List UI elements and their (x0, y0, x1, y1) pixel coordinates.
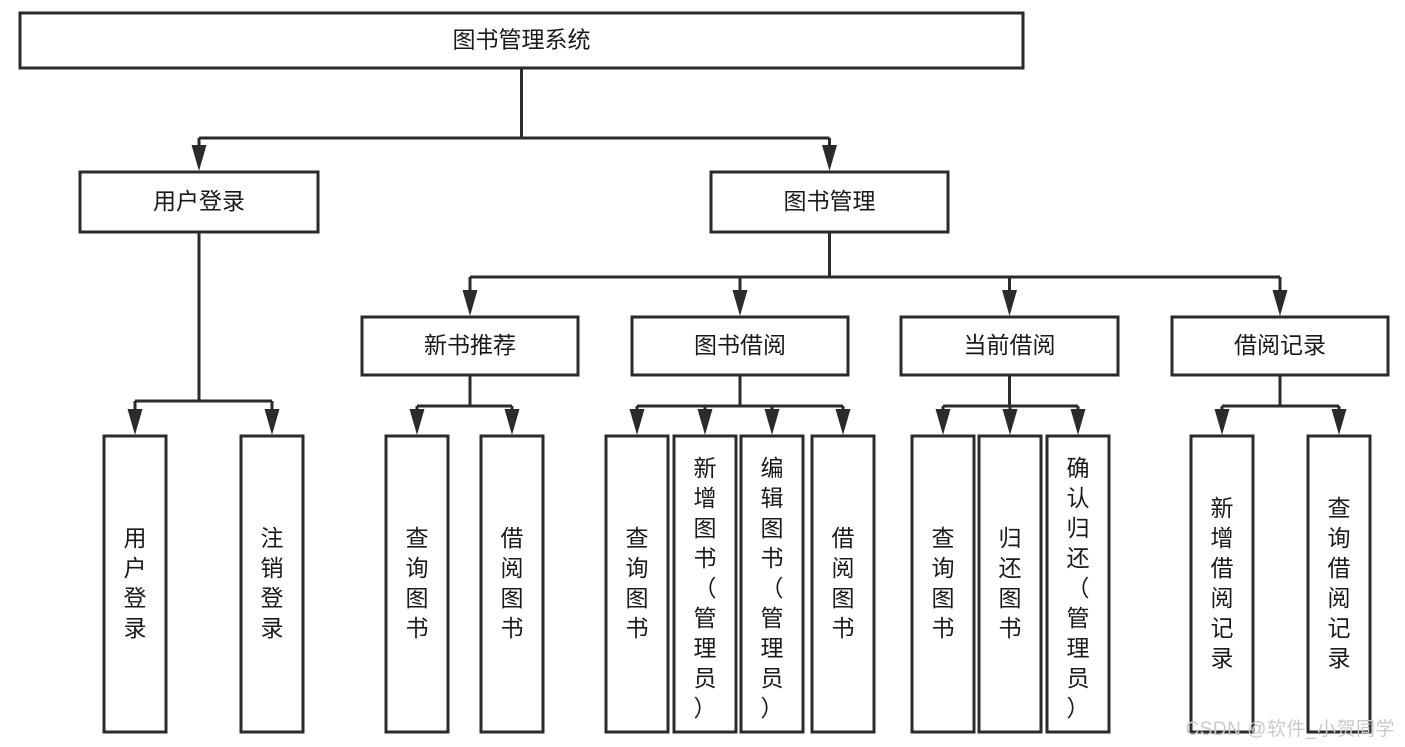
node-label-borrow-record: 借阅记录 (1234, 332, 1326, 358)
node-box-leaf-edit-book-admin[interactable] (739, 434, 805, 734)
node-leaf-user-login[interactable]: 用户登录 (102, 434, 168, 734)
node-label-leaf-borrow-book: 借阅图书 (832, 525, 855, 641)
node-label-leaf-add-book-admin: 新增图书（管理员） (694, 455, 717, 721)
csdn-watermark: CSDN @软件_小贺同学 (1185, 719, 1395, 740)
arrow-head-icon (1070, 409, 1086, 435)
arrow-head-icon (935, 409, 951, 435)
connector-group-book-borrow (629, 375, 851, 435)
arrow-head-icon (127, 409, 143, 435)
node-label-leaf-query-book-cur: 查询图书 (932, 525, 955, 641)
node-leaf-confirm-return-admin[interactable]: 确认归还（管理员） (1045, 434, 1111, 734)
node-label-leaf-borrow-book-rec: 借阅图书 (501, 525, 524, 641)
arrow-head-icon (1002, 409, 1018, 435)
arrow-head-icon (835, 409, 851, 435)
node-leaf-query-book-borrow[interactable]: 查询图书 (604, 434, 670, 734)
arrow-head-icon (732, 290, 748, 316)
arrow-head-icon (1272, 290, 1288, 316)
node-leaf-query-book-rec[interactable]: 查询图书 (384, 434, 450, 734)
arrow-head-icon (629, 409, 645, 435)
connector-group-borrow-record (1214, 375, 1347, 435)
node-box-new-book-recommend[interactable] (360, 315, 580, 377)
node-leaf-query-book-cur[interactable]: 查询图书 (910, 434, 976, 734)
node-box-book-borrow[interactable] (630, 315, 850, 377)
arrow-head-icon (462, 290, 478, 316)
node-user-login[interactable]: 用户登录 (78, 170, 320, 234)
node-box-leaf-borrow-book[interactable] (810, 434, 876, 734)
node-box-leaf-query-borrow-record[interactable] (1306, 434, 1372, 734)
node-label-new-book-recommend: 新书推荐 (424, 332, 516, 358)
node-box-leaf-confirm-return-admin[interactable] (1045, 434, 1111, 734)
node-label-current-borrow: 当前借阅 (964, 332, 1056, 358)
node-book-manage[interactable]: 图书管理 (709, 170, 950, 234)
node-box-leaf-user-login[interactable] (102, 434, 168, 734)
arrow-head-icon (1002, 290, 1017, 316)
node-box-leaf-query-book-cur[interactable] (910, 434, 976, 734)
arrow-head-icon (409, 409, 425, 435)
node-leaf-borrow-book-rec[interactable]: 借阅图书 (479, 434, 545, 734)
arrow-head-icon (264, 409, 280, 435)
node-label-book-borrow: 图书借阅 (694, 332, 786, 358)
node-label-root: 图书管理系统 (453, 27, 591, 53)
node-label-book-manage: 图书管理 (784, 188, 876, 214)
node-leaf-add-borrow-record[interactable]: 新增借阅记录 (1189, 434, 1255, 734)
node-box-leaf-borrow-book-rec[interactable] (479, 434, 545, 734)
node-label-leaf-edit-book-admin: 编辑图书（管理员） (761, 455, 784, 721)
node-layer: 图书管理系统用户登录图书管理新书推荐图书借阅当前借阅借阅记录用户登录注销登录查询… (18, 11, 1390, 734)
node-box-leaf-query-book-rec[interactable] (384, 434, 450, 734)
node-box-borrow-record[interactable] (1170, 315, 1390, 377)
arrow-head-icon (191, 145, 207, 171)
node-box-book-manage[interactable] (709, 170, 950, 234)
node-leaf-edit-book-admin[interactable]: 编辑图书（管理员） (739, 434, 805, 734)
node-label-leaf-add-borrow-record: 新增借阅记录 (1211, 495, 1234, 671)
node-label-leaf-query-book-borrow: 查询图书 (626, 525, 649, 641)
node-leaf-query-borrow-record[interactable]: 查询借阅记录 (1306, 434, 1372, 734)
node-leaf-add-book-admin[interactable]: 新增图书（管理员） (672, 434, 738, 734)
node-box-current-borrow[interactable] (899, 315, 1120, 377)
node-box-root[interactable] (18, 11, 1025, 70)
node-label-leaf-user-login: 用户登录 (124, 525, 147, 641)
node-current-borrow[interactable]: 当前借阅 (899, 315, 1120, 377)
node-box-leaf-logout-login[interactable] (239, 434, 305, 734)
arrow-head-icon (822, 145, 837, 171)
connector-group-book-manage (462, 232, 1288, 316)
node-box-leaf-return-book[interactable] (977, 434, 1043, 734)
node-label-user-login: 用户登录 (153, 188, 245, 214)
node-label-leaf-query-borrow-record: 查询借阅记录 (1328, 495, 1351, 671)
arrow-head-icon (504, 409, 520, 435)
node-book-borrow[interactable]: 图书借阅 (630, 315, 850, 377)
node-leaf-borrow-book[interactable]: 借阅图书 (810, 434, 876, 734)
node-label-leaf-query-book-rec: 查询图书 (406, 525, 429, 641)
arrow-head-icon (1214, 409, 1230, 435)
node-borrow-record[interactable]: 借阅记录 (1170, 315, 1390, 377)
arrow-head-icon (697, 409, 713, 435)
connector-group-user-login (127, 232, 280, 435)
node-box-user-login[interactable] (78, 170, 320, 234)
node-leaf-return-book[interactable]: 归还图书 (977, 434, 1043, 734)
connector-group-current-borrow (935, 375, 1086, 435)
node-box-leaf-add-book-admin[interactable] (672, 434, 738, 734)
arrow-head-icon (1331, 409, 1347, 435)
connector-layer (127, 68, 1347, 435)
node-root[interactable]: 图书管理系统 (18, 11, 1025, 70)
node-box-leaf-add-borrow-record[interactable] (1189, 434, 1255, 734)
node-label-leaf-logout-login: 注销登录 (261, 525, 284, 641)
node-new-book-recommend[interactable]: 新书推荐 (360, 315, 580, 377)
connector-group-root (191, 68, 837, 171)
node-box-leaf-query-book-borrow[interactable] (604, 434, 670, 734)
connector-group-new-book-recommend (409, 375, 520, 435)
node-label-leaf-return-book: 归还图书 (999, 525, 1022, 641)
arrow-head-icon (764, 409, 780, 435)
node-leaf-logout-login[interactable]: 注销登录 (239, 434, 305, 734)
node-label-leaf-confirm-return-admin: 确认归还（管理员） (1067, 455, 1090, 721)
